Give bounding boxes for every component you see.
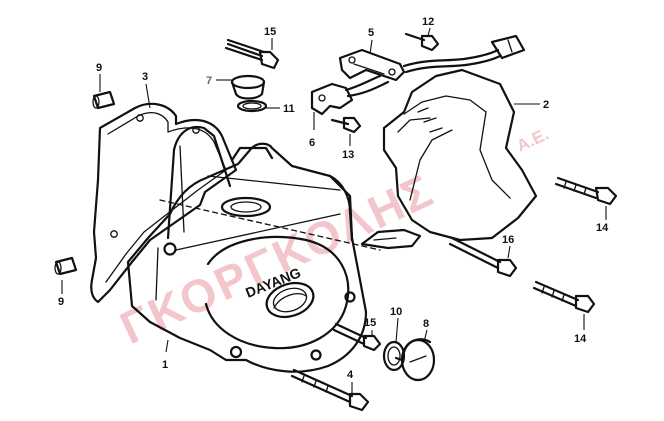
callouts: 1 2 3 4 5 6 7 8 9 9 10 11 12 13 14 14 15… — [58, 16, 609, 381]
dowel-9-bottom — [54, 256, 78, 276]
bolt-13 — [330, 116, 362, 134]
part-o-ring-cap — [382, 340, 406, 372]
watermark-main: ΓΚΟΡΓΚΟΛΗΣ — [112, 163, 442, 354]
callout-3: 3 — [142, 71, 148, 83]
callout-14-lower: 14 — [574, 333, 587, 345]
callout-7: 7 — [206, 75, 212, 87]
callout-6: 6 — [309, 137, 315, 149]
callout-1: 1 — [162, 359, 168, 371]
callout-10: 10 — [390, 306, 402, 318]
bolt-14-upper — [554, 176, 618, 206]
callout-9-bottom: 9 — [58, 296, 64, 308]
callout-16: 16 — [502, 234, 514, 246]
leader-lines — [61, 27, 607, 394]
part-left-crankcase-cover: DAYANG — [126, 125, 368, 373]
callout-5: 5 — [368, 27, 374, 39]
callout-2: 2 — [543, 99, 549, 111]
part-inspection-cap — [394, 338, 436, 382]
bolt-16 — [448, 236, 518, 278]
callout-13: 13 — [342, 149, 354, 161]
bolt-14-lower — [532, 280, 596, 314]
bolt-12 — [404, 32, 440, 52]
callout-8: 8 — [423, 318, 429, 330]
part-o-ring — [236, 99, 268, 113]
watermark-suffix: A.E. — [514, 124, 552, 155]
callout-4: 4 — [347, 369, 354, 381]
dowel-9-top — [92, 90, 116, 110]
part-cable-bracket — [338, 48, 406, 82]
part-plug — [230, 74, 266, 100]
bolt-4 — [290, 368, 370, 412]
callout-15-lower: 15 — [364, 317, 376, 329]
callout-9-top: 9 — [96, 62, 102, 74]
callout-14-upper: 14 — [596, 222, 609, 234]
part-fan-shroud — [360, 68, 538, 250]
part-wire-connector — [402, 34, 526, 74]
callout-15-top: 15 — [264, 26, 276, 38]
part-pulse-sensor — [310, 74, 390, 116]
callout-11: 11 — [283, 103, 295, 115]
bolt-15-top — [224, 38, 280, 70]
callout-12: 12 — [422, 16, 434, 28]
